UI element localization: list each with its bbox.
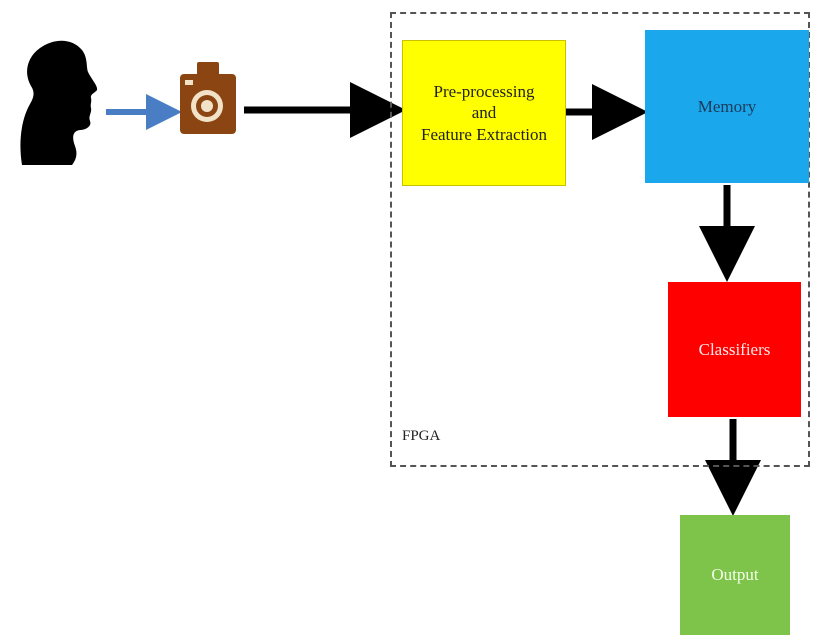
preprocessing-label-line2: and bbox=[471, 103, 497, 123]
classifier-label: Classifiers bbox=[698, 339, 771, 359]
camera-icon bbox=[180, 62, 236, 134]
person-head-silhouette-icon bbox=[20, 40, 98, 165]
fpga-boundary bbox=[390, 12, 810, 467]
preprocessing-label-line3: Feature Extraction bbox=[420, 124, 548, 144]
memory-label: Memory bbox=[697, 96, 757, 116]
memory-block: Memory bbox=[645, 30, 809, 183]
output-block: Output bbox=[680, 515, 790, 635]
fpga-label: FPGA bbox=[402, 428, 441, 444]
classifier-block: Classifiers bbox=[668, 282, 801, 417]
preprocessing-block: Pre-processing and Feature Extraction bbox=[402, 40, 566, 186]
output-label: Output bbox=[711, 565, 759, 585]
preprocessing-label-line1: Pre-processing bbox=[433, 82, 535, 102]
